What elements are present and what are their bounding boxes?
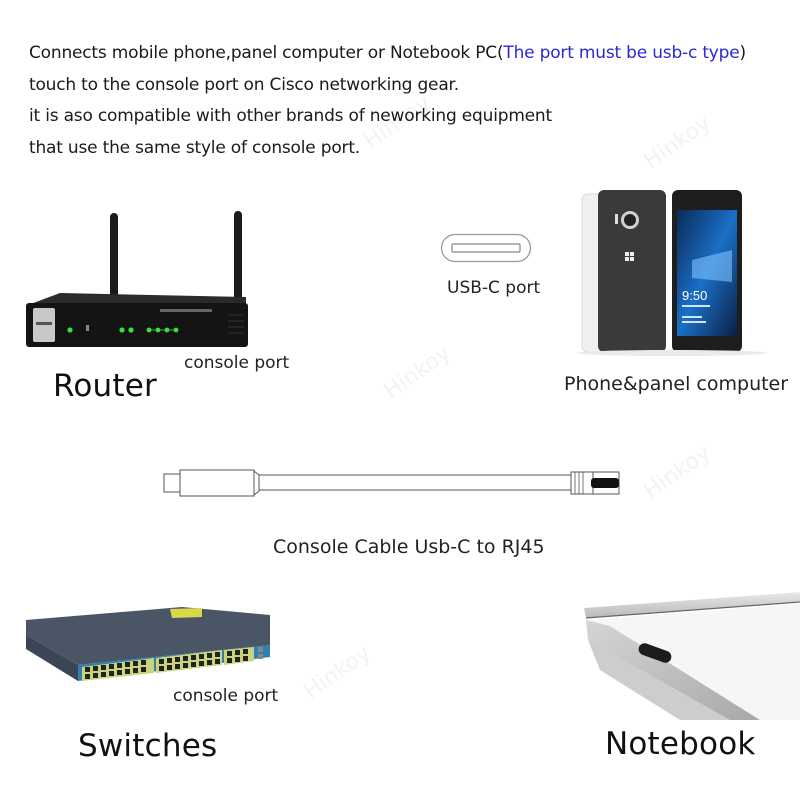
usb-c-port-icon [440, 233, 532, 263]
router-title: Router [53, 368, 157, 404]
switch-image [22, 605, 272, 685]
cable-caption: Console Cable Usb-C to RJ45 [273, 536, 545, 558]
intro-line-2: touch to the console port on Cisco netwo… [29, 74, 459, 95]
console-cable-image [163, 465, 623, 501]
intro-line-1-text: Connects mobile phone,panel computer or … [29, 43, 504, 63]
watermark: Hinkoy [639, 440, 716, 505]
usb-c-port-label: USB-C port [447, 278, 541, 298]
intro-text: Connects mobile phone,panel computer or … [29, 38, 746, 164]
watermark: Hinkoy [299, 640, 376, 705]
intro-line-1-close: ) [739, 43, 747, 63]
switch-title: Switches [78, 728, 218, 764]
switch-console-port-label: console port [173, 686, 279, 706]
intro-line-3: it is aso compatible with other brands o… [29, 106, 552, 126]
router-image [20, 205, 250, 350]
intro-line-4: that use the same style of console port. [29, 137, 360, 158]
phone-title: Phone&panel computer [564, 373, 789, 395]
usb-c-requirement-note: The port must be usb-c type [503, 43, 740, 63]
router-console-port-label: console port [184, 353, 290, 373]
phone-image: 9:50 [572, 188, 772, 356]
intro-line-1: Connects mobile phone,panel computer or … [29, 38, 746, 70]
phone-screen-time: 9:50 [682, 288, 707, 303]
notebook-title: Notebook [605, 726, 756, 762]
notebook-image [580, 590, 800, 720]
watermark: Hinkoy [379, 340, 456, 405]
